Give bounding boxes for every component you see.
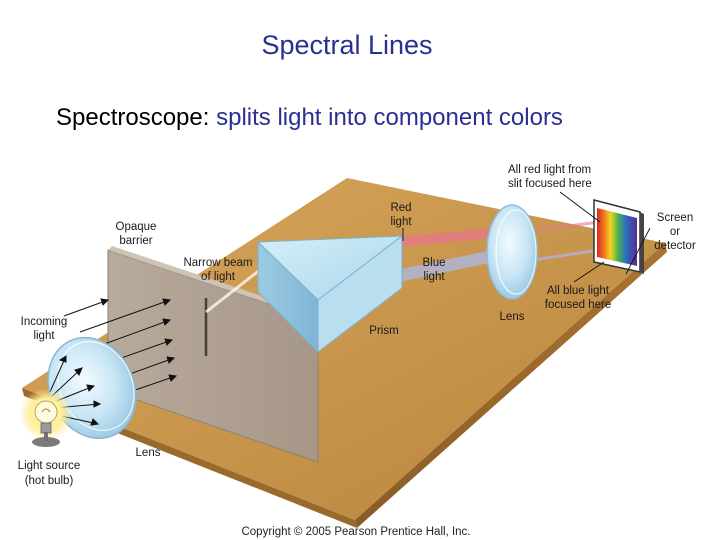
leader-lines <box>402 191 651 283</box>
label-blue-focus-2: focused here <box>545 299 612 311</box>
label-barrier: barrier <box>119 235 152 247</box>
label-screen-or: or <box>670 226 680 238</box>
copyright-notice: Copyright © 2005 Pearson Prentice Hall, … <box>241 526 470 538</box>
label-prism: Prism <box>369 325 398 337</box>
bulb-stand <box>32 437 60 447</box>
label-hot-bulb: (hot bulb) <box>25 475 74 487</box>
label-red-light: Red <box>390 202 411 214</box>
optical-table-edge <box>355 243 667 528</box>
label-screen: Screen <box>657 212 693 224</box>
label-screen-detector: detector <box>654 240 696 252</box>
label-lens-right: Lens <box>500 311 525 323</box>
label-narrow-beam-2: of light <box>201 271 236 283</box>
subtitle-term: Spectroscope: <box>56 104 210 131</box>
light-bulb <box>34 400 58 424</box>
label-light-source: Light source <box>18 460 81 472</box>
label-incoming-2: light <box>33 330 55 342</box>
right-lens <box>486 204 538 300</box>
label-red-focus: All red light from <box>508 164 591 176</box>
label-incoming: Incoming <box>21 316 68 328</box>
bulb-post <box>44 432 48 441</box>
label-opaque: Opaque <box>116 221 157 233</box>
subtitle-rest: splits light into component colors <box>209 104 563 131</box>
label-narrow-beam: Narrow beam <box>183 257 252 269</box>
bulb-base <box>40 422 52 434</box>
incoming-light-rays <box>63 298 178 401</box>
label-red-focus-2: slit focused here <box>508 178 592 190</box>
screen-spectrum <box>597 208 637 266</box>
bulb-filament <box>41 408 51 413</box>
slide-title: Spectral Lines <box>261 30 433 60</box>
label-lens-left: Lens <box>136 447 161 459</box>
prism-side <box>317 234 403 354</box>
label-red-light-2: light <box>390 216 412 228</box>
right-lens-rim <box>495 209 537 295</box>
slide-subtitle: Spectroscope: splits light into componen… <box>56 102 656 134</box>
label-blue-focus: All blue light <box>547 285 610 297</box>
label-blue-light: Blue <box>422 257 445 269</box>
label-blue-light-2: light <box>423 271 445 283</box>
